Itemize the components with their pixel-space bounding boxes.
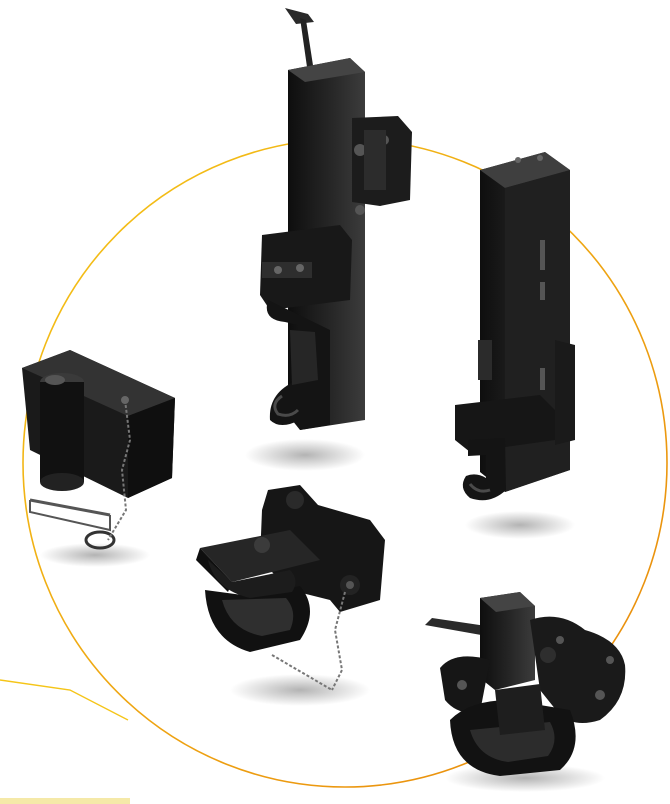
tall-column-hitch-with-hook-icon [455, 152, 575, 501]
tall-vertical-coupling-with-lever-icon [260, 8, 412, 430]
flanged-pin-coupling-with-lever-icon [425, 592, 626, 776]
box-coupling-with-chain-pin-icon [22, 350, 175, 550]
jaw-coupling-with-chain-icon [196, 485, 385, 691]
